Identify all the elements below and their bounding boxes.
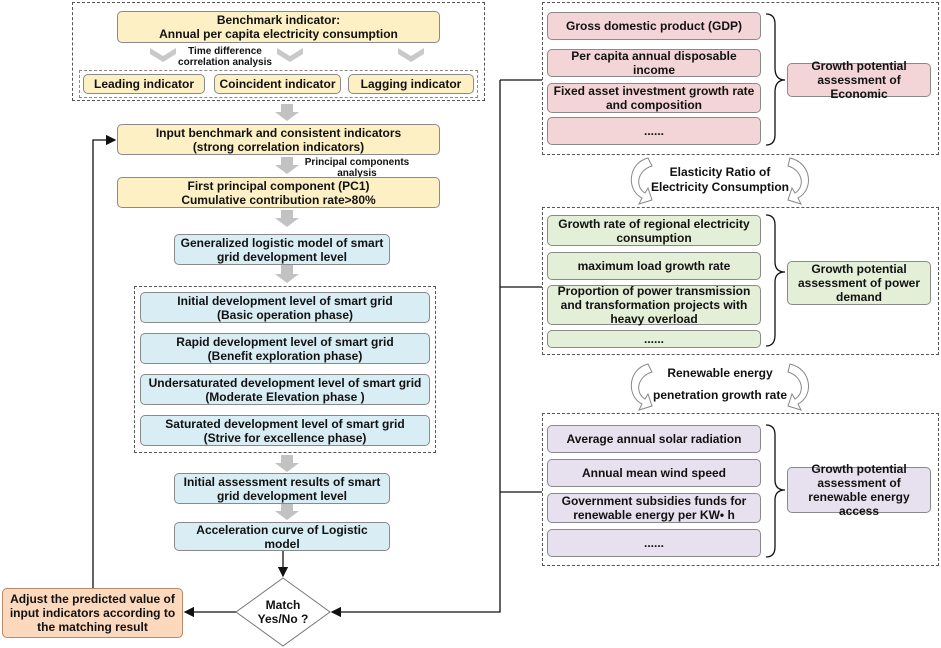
power-assessment-box: Growth potential assessment of power dem…	[787, 261, 931, 305]
indicator-group-frame	[79, 70, 478, 98]
curved-arrow-elasticity-right	[787, 157, 809, 205]
benchmark-line1: Benchmark indicator:	[216, 13, 341, 27]
decision-diamond	[235, 577, 331, 647]
block-arrow-5	[275, 455, 299, 472]
renewable-assessment-box: Growth potential assessment of renewable…	[787, 462, 931, 518]
phase-initial-box: Initial development level of smart grid …	[140, 292, 430, 323]
coincident-indicator-box: Coincident indicator	[214, 74, 341, 94]
match-decision-label: Match Yes/No ?	[257, 598, 309, 626]
chevron-arrow-middle	[277, 48, 303, 62]
phases-group-frame	[134, 286, 436, 453]
block-arrow-6	[275, 503, 299, 520]
acceleration-curve-box: Acceleration curve of Logistic model	[174, 522, 390, 551]
initial-results-box: Initial assessment results of smart grid…	[174, 473, 390, 504]
electricity-consumption-growth-box: Growth rate of regional electricity cons…	[547, 215, 761, 246]
first-principal-component-box: First principal component (PC1) Cumulati…	[117, 177, 440, 208]
block-arrow-1	[275, 104, 299, 121]
lagging-indicator-box: Lagging indicator	[348, 74, 474, 94]
phase-rapid-box: Rapid development level of smart grid (B…	[140, 333, 430, 364]
renewable-line2-note: penetration growth rate	[652, 388, 787, 402]
economic-group-frame	[542, 2, 939, 155]
renewable-group-frame	[542, 413, 939, 566]
brace-renewable	[765, 424, 786, 558]
brace-economic	[765, 13, 786, 146]
pca-note: Principal components analysis	[304, 157, 410, 179]
solar-radiation-box: Average annual solar radiation	[547, 425, 761, 453]
economic-more-box: ......	[547, 117, 761, 145]
curved-arrow-renewable-left	[630, 363, 653, 411]
fixed-asset-investment-box: Fixed asset investment growth rate and c…	[547, 83, 761, 113]
leading-indicator-box: Leading indicator	[83, 74, 205, 94]
phase-saturated-box: Saturated development level of smart gri…	[140, 415, 430, 446]
time-difference-note: Time difference correlation analysis	[178, 46, 272, 68]
block-arrow-2	[275, 157, 299, 174]
benchmark-indicator-box: Benchmark indicator: Annual per capita e…	[117, 11, 440, 43]
renewable-line1-note: Renewable energy	[667, 366, 773, 380]
input-indicators-box: Input benchmark and consistent indicator…	[117, 124, 440, 155]
wind-speed-box: Annual mean wind speed	[547, 459, 761, 487]
power-more-box: ......	[547, 330, 761, 348]
elasticity-ratio-note: Elasticity Ratio of Electricity Consumpt…	[650, 165, 790, 194]
logistic-model-box: Generalized logistic model of smart grid…	[174, 234, 390, 265]
max-load-growth-box: maximum load growth rate	[547, 252, 761, 280]
chevron-arrow-left	[150, 48, 176, 62]
economic-assessment-box: Growth potential assessment of Economic	[787, 59, 931, 101]
benchmark-group-frame	[72, 2, 485, 101]
block-arrow-3	[275, 210, 299, 227]
curved-arrow-elasticity-left	[630, 157, 653, 205]
block-arrow-4	[275, 265, 299, 283]
adjust-indicators-box: Adjust the predicted value of input indi…	[2, 588, 183, 638]
heavy-overload-projects-box: Proportion of power transmission and tra…	[547, 284, 761, 326]
chevron-arrow-right	[398, 48, 424, 62]
gdp-box: Gross domestic product (GDP)	[547, 12, 761, 40]
phase-undersaturated-box: Undersaturated development level of smar…	[140, 374, 430, 405]
government-subsidies-box: Government subsidies funds for renewable…	[547, 493, 761, 523]
power-group-frame	[542, 207, 939, 355]
renewable-more-box: ......	[547, 529, 761, 557]
benchmark-line2: Annual per capita electricity consumptio…	[159, 27, 398, 41]
brace-power	[765, 214, 786, 347]
disposable-income-box: Per capita annual disposable income	[547, 49, 761, 77]
curved-arrow-renewable-right	[787, 363, 809, 411]
